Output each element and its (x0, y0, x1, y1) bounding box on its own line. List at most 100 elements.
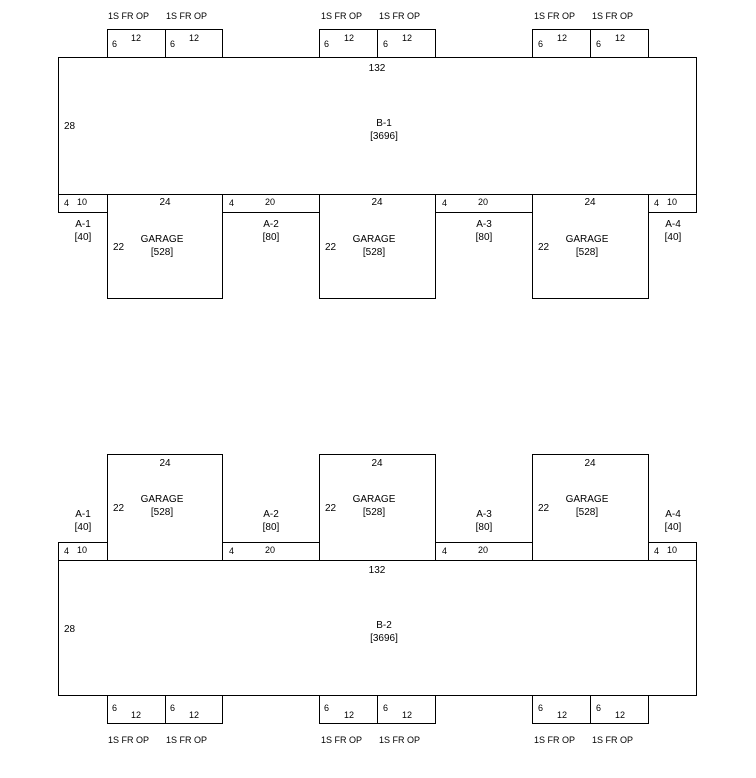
strip-dim-a: 4 (64, 198, 69, 208)
strip-bottom-a4: 4 10 A-4 [40] (648, 509, 697, 561)
building-b2: 132 28 B-2 [3696] (58, 560, 697, 696)
strip-dim-b: 20 (478, 545, 488, 555)
strip-dim-a: 4 (64, 546, 69, 556)
strip-label: A-1 (75, 219, 91, 230)
porch-bottom-5: 1S FR OP 6 12 (532, 695, 591, 745)
strip-top-a4: 4 10 A-4 [40] (648, 194, 697, 243)
porch-dim-a: 6 (538, 703, 543, 713)
strip-dim-a: 4 (229, 546, 234, 556)
plan-top: 1S FR OP 6 12 1S FR OP 6 12 1S FR OP 6 1… (58, 11, 697, 299)
porch-dim-b: 12 (344, 710, 354, 720)
porch-dim-a: 6 (112, 703, 117, 713)
porch-top-3: 1S FR OP 6 12 (319, 11, 378, 58)
garage-outline (107, 194, 223, 299)
strip-top-a1: 4 10 A-1 [40] (58, 194, 108, 243)
porch-dim-a: 6 (170, 39, 175, 49)
porch-dim-a: 6 (383, 703, 388, 713)
garage-width-dim: 24 (371, 197, 383, 208)
garage-area: [528] (363, 247, 385, 258)
garage-top-1: 24 22 GARAGE [528] (107, 194, 223, 299)
porch-dim-b: 12 (557, 710, 567, 720)
building-width-dim: 132 (369, 63, 386, 74)
garage-top-3: 24 22 GARAGE [528] (532, 194, 649, 299)
strip-dim-b: 10 (667, 197, 677, 207)
strip-top-a2: 4 20 A-2 [80] (222, 194, 320, 243)
garage-depth-dim: 22 (113, 242, 125, 253)
porch-dim-b: 12 (615, 33, 625, 43)
porch-label: 1S FR OP (592, 735, 633, 745)
porch-top-1: 1S FR OP 6 12 (107, 11, 166, 58)
porch-outline (377, 695, 436, 724)
porch-bottom-3: 1S FR OP 6 12 (319, 695, 378, 745)
porch-dim-b: 12 (402, 33, 412, 43)
garage-label: GARAGE (353, 494, 396, 505)
strip-dim-a: 4 (442, 198, 447, 208)
garage-label: GARAGE (566, 234, 609, 245)
strip-label: A-4 (665, 509, 681, 520)
strip-area: [40] (75, 522, 92, 533)
porch-bottom-2: 1S FR OP 6 12 (165, 695, 223, 745)
strip-area: [80] (263, 522, 280, 533)
porch-dim-a: 6 (596, 39, 601, 49)
strip-dim-b: 10 (77, 545, 87, 555)
porch-label: 1S FR OP (166, 735, 207, 745)
building-label: B-1 (376, 118, 392, 129)
garage-outline (532, 194, 649, 299)
building-area: [3696] (370, 633, 398, 644)
porch-dim-a: 6 (324, 703, 329, 713)
porch-dim-a: 6 (324, 39, 329, 49)
garage-area: [528] (151, 507, 173, 518)
strip-label: A-4 (665, 219, 681, 230)
strip-outline (222, 194, 320, 213)
strip-area: [40] (665, 522, 682, 533)
porch-dim-b: 12 (344, 33, 354, 43)
strip-area: [40] (75, 232, 92, 243)
strip-bottom-a2: 4 20 A-2 [80] (222, 509, 320, 561)
porch-dim-b: 12 (189, 710, 199, 720)
strip-label: A-2 (263, 509, 279, 520)
porch-label: 1S FR OP (379, 11, 420, 21)
garage-outline (319, 194, 436, 299)
strip-label: A-3 (476, 509, 492, 520)
garage-label: GARAGE (566, 494, 609, 505)
strip-area: [80] (476, 522, 493, 533)
building-area: [3696] (370, 131, 398, 142)
porch-bottom-1: 1S FR OP 6 12 (107, 695, 166, 745)
strip-bottom-a1: 4 10 A-1 [40] (58, 509, 108, 561)
strip-dim-b: 20 (265, 197, 275, 207)
porch-label: 1S FR OP (534, 11, 575, 21)
porch-dim-b: 12 (189, 33, 199, 43)
porch-top-6: 1S FR OP 6 12 (590, 11, 649, 58)
strip-dim-b: 20 (265, 545, 275, 555)
garage-width-dim: 24 (159, 458, 171, 469)
building-b1: 132 28 B-1 [3696] (58, 57, 697, 195)
garage-width-dim: 24 (584, 458, 596, 469)
strip-bottom-a3: 4 20 A-3 [80] (435, 509, 533, 561)
porch-label: 1S FR OP (534, 735, 575, 745)
strip-area: [80] (263, 232, 280, 243)
strip-label: A-1 (75, 509, 91, 520)
strip-outline (58, 194, 108, 213)
strip-label: A-3 (476, 219, 492, 230)
garage-area: [528] (363, 507, 385, 518)
porch-label: 1S FR OP (321, 735, 362, 745)
strip-outline (435, 194, 533, 213)
strip-dim-b: 10 (77, 197, 87, 207)
strip-top-a3: 4 20 A-3 [80] (435, 194, 533, 243)
garage-top-2: 24 22 GARAGE [528] (319, 194, 436, 299)
building-width-dim: 132 (369, 565, 386, 576)
porch-label: 1S FR OP (108, 735, 149, 745)
porch-label: 1S FR OP (592, 11, 633, 21)
garage-depth-dim: 22 (325, 242, 337, 253)
porch-label: 1S FR OP (321, 11, 362, 21)
garage-bottom-2: 24 22 GARAGE [528] (319, 454, 436, 561)
strip-dim-b: 20 (478, 197, 488, 207)
porch-bottom-6: 1S FR OP 6 12 (590, 695, 649, 745)
strip-area: [40] (665, 232, 682, 243)
garage-width-dim: 24 (584, 197, 596, 208)
strip-dim-a: 4 (442, 546, 447, 556)
porch-dim-a: 6 (538, 39, 543, 49)
porch-label: 1S FR OP (108, 11, 149, 21)
porch-dim-b: 12 (131, 710, 141, 720)
